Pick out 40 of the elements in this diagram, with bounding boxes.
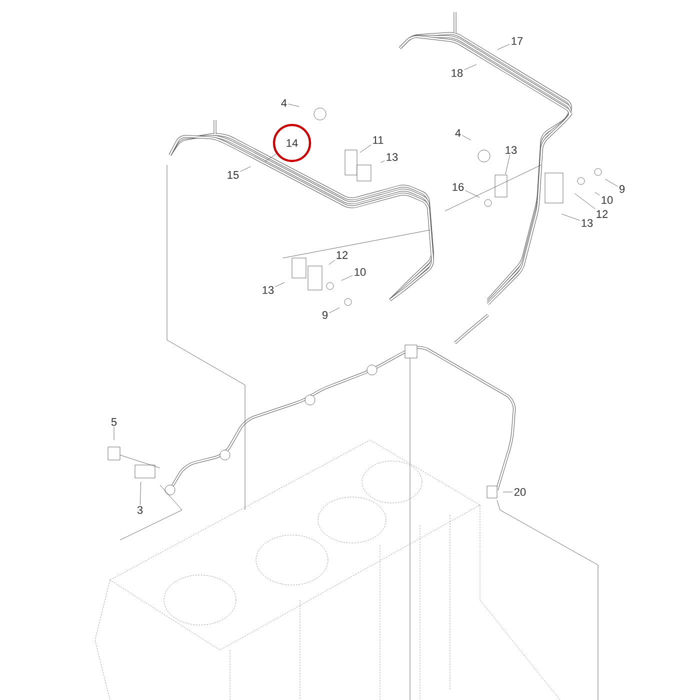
- callout-number: 18: [452, 69, 463, 77]
- circled-callout-number: 14: [272, 124, 312, 162]
- callout-number: 20: [514, 488, 526, 496]
- leader-line: [505, 154, 510, 174]
- leader-line: [605, 178, 618, 187]
- callout-number: 5: [111, 418, 117, 426]
- callout-number: 16: [452, 183, 464, 191]
- leader-line: [360, 144, 372, 153]
- leader-line: [140, 482, 141, 506]
- callout-number: 15: [228, 171, 239, 179]
- leader-line: [562, 214, 580, 221]
- callout-number: 12: [336, 251, 348, 259]
- leader-line: [240, 166, 251, 172]
- leader-line: [464, 64, 477, 70]
- leader-line: [497, 44, 510, 50]
- callout-number: 13: [506, 146, 517, 154]
- leader-line: [275, 282, 285, 287]
- leader-line: [465, 190, 480, 198]
- callout-number: 12: [596, 210, 608, 218]
- callout-number: 11: [373, 136, 384, 144]
- leader-line: [328, 260, 336, 265]
- callout-number: 10: [354, 268, 366, 276]
- callout-number: 13: [386, 153, 398, 161]
- callout-number: 3: [137, 506, 143, 514]
- leader-line: [594, 192, 600, 196]
- callout-number: 4: [281, 99, 287, 107]
- callout-number: 4: [455, 129, 461, 137]
- callout-number: 13: [582, 219, 593, 227]
- callout-number: 17: [512, 37, 523, 45]
- callout-number: 9: [619, 185, 625, 193]
- callout-number: 9: [322, 311, 328, 319]
- leader-line: [341, 275, 353, 281]
- callout-number: 10: [602, 196, 613, 204]
- leader-line: [462, 135, 471, 140]
- leader-line: [380, 160, 385, 163]
- leader-line: [329, 308, 340, 314]
- leader-line: [288, 104, 300, 107]
- leader-line: [574, 193, 596, 210]
- callout-number: 13: [262, 286, 274, 294]
- leader-line: [264, 154, 276, 162]
